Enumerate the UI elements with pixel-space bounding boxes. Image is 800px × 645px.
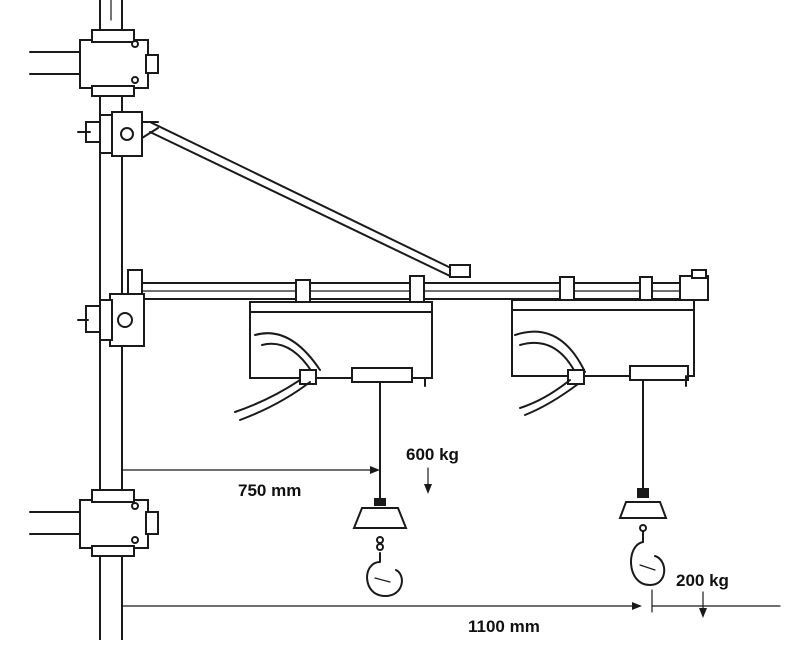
bottom-clamp [79, 489, 159, 557]
dimension-1100: 1100 mm [121, 589, 781, 636]
hoist-far [511, 299, 695, 416]
scaffold-tube-bottom [29, 511, 81, 535]
upper-bracket-clamp [77, 111, 159, 157]
load-arrow-600: 600 kg [406, 445, 459, 494]
hook-far [618, 488, 668, 586]
distance-far-label: 1100 mm [468, 617, 540, 636]
load-arrow-200: 200 kg [676, 571, 729, 618]
load-far-label: 200 kg [676, 571, 729, 590]
load-near-label: 600 kg [406, 445, 459, 464]
top-clamp [79, 29, 159, 97]
lower-bracket-clamp [77, 293, 145, 347]
hoist-near [234, 301, 433, 421]
tie-rod [149, 121, 471, 278]
dimension-750: 750 mm [121, 466, 380, 500]
scaffold-tube-top [29, 51, 83, 75]
distance-near-label: 750 mm [238, 481, 301, 500]
jib-arm [127, 269, 709, 307]
hook-near [352, 498, 408, 597]
